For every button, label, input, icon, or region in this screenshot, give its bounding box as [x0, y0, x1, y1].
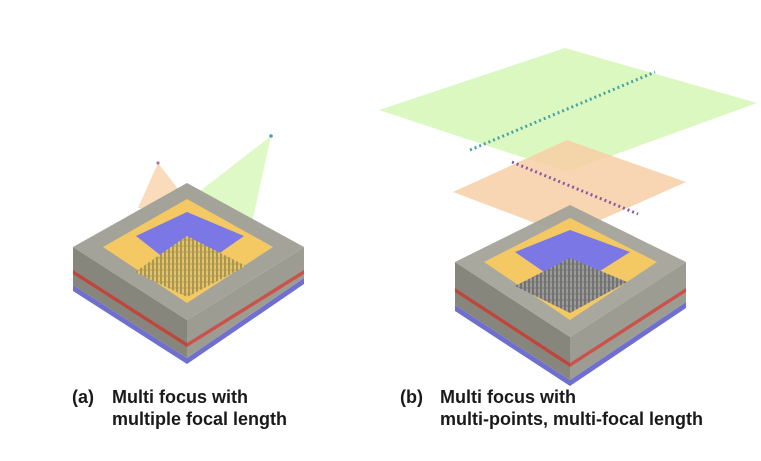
- panel-a: [73, 134, 304, 364]
- orange-focal-plane: [453, 140, 686, 235]
- green-focus-cone: [195, 136, 271, 232]
- caption-a-line2: multiple focal length: [112, 409, 288, 429]
- metasurface-b: [515, 258, 627, 313]
- caption-a: (a) Multi focus with multiple focal lengt…: [72, 386, 287, 430]
- caption-b: (b) Multi focus with multi-points, multi-…: [400, 386, 703, 430]
- metasurface-a: [135, 236, 246, 297]
- device-a: [73, 183, 304, 364]
- caption-a-line1: Multi focus with: [112, 387, 248, 407]
- focal-point-long: [269, 134, 273, 138]
- teal-focal-line: [469, 70, 656, 152]
- caption-b-label: (b): [400, 387, 423, 407]
- caption-b-line2: multi-points, multi-focal length: [440, 409, 703, 429]
- caption-b-line1: Multi focus with: [440, 387, 576, 407]
- caption-a-label: (a): [72, 387, 94, 407]
- panel-b: [379, 48, 757, 386]
- focal-point-short: [156, 161, 160, 165]
- device-b: [455, 205, 686, 386]
